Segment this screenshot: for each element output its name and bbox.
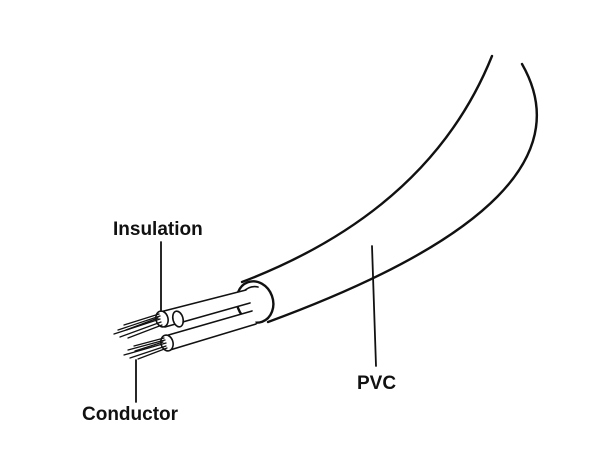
pvc-leader-line — [371, 245, 377, 367]
pvc-jacket — [235, 54, 539, 324]
pvc-jacket-upper-edge — [240, 54, 494, 284]
insulation-cut-end-middle — [171, 310, 185, 328]
pvc-label: PVC — [357, 373, 396, 394]
insulated-wire-lower — [160, 310, 257, 352]
conductor-strands-lower — [123, 337, 168, 360]
conductor-strands-upper — [113, 313, 163, 339]
conductor-label: Conductor — [82, 404, 179, 425]
pvc-jacket-lower-edge — [266, 62, 539, 324]
insulation-label: Insulation — [113, 219, 203, 240]
